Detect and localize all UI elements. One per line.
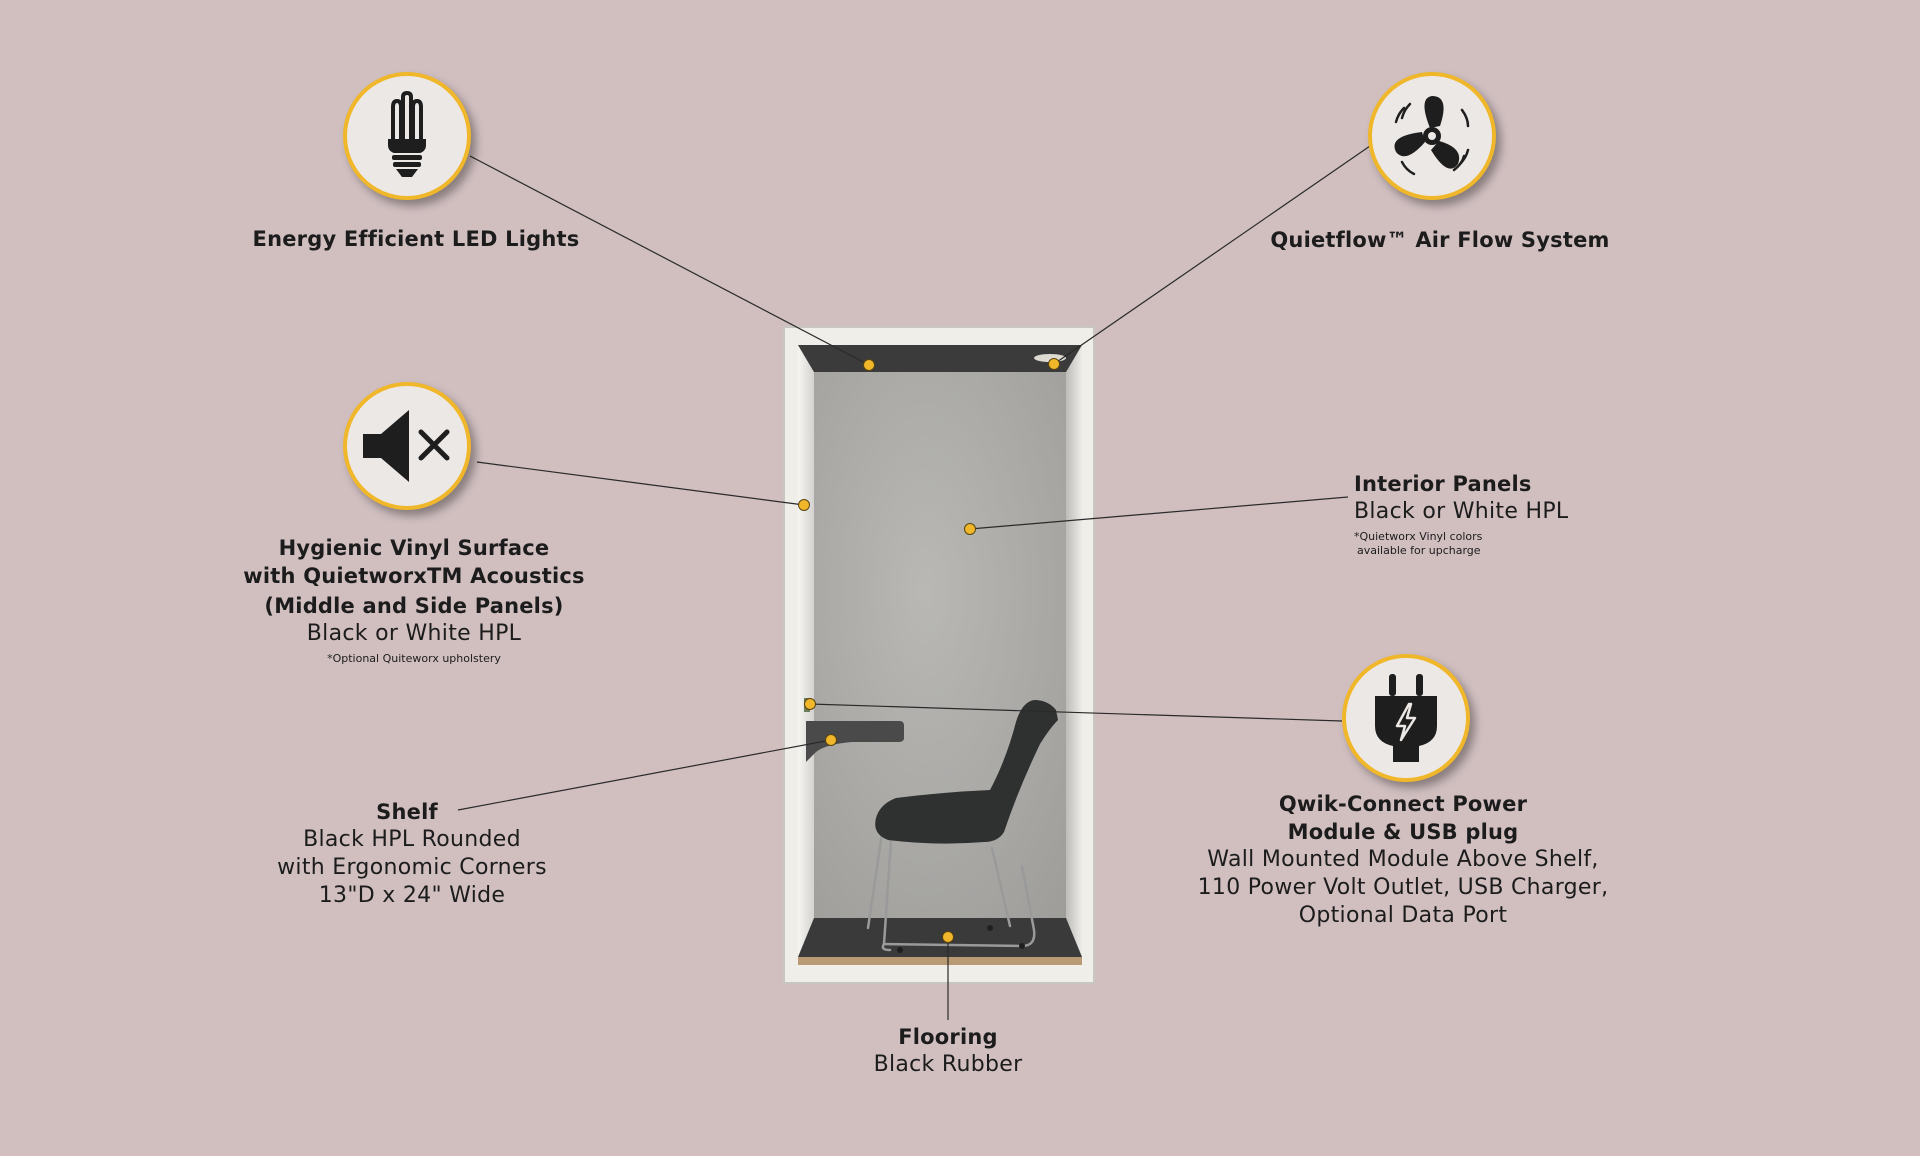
interior-title: Interior Panels [1354,472,1532,496]
label-led: Energy Efficient LED Lights [216,225,616,253]
leader-vinyl [476,461,805,506]
label-power: Qwik-Connect Power Module & USB plug Wal… [1176,790,1630,930]
floor-trim [798,957,1082,965]
flooring-title: Flooring [898,1025,998,1049]
led-title: Energy Efficient LED Lights [252,227,580,251]
marker-power [804,698,816,710]
chair [875,700,1058,844]
marker-interior [964,523,976,535]
marker-vinyl [798,499,810,511]
shelf-desc-2: with Ergonomic Corners [277,855,547,880]
shelf-title: Shelf [376,800,438,824]
marker-led [863,359,875,371]
power-plug-icon [1342,654,1470,782]
led-bulb-icon [343,72,471,200]
interior-note-2: available for upcharge [1357,544,1481,557]
chair-feet [897,925,1025,953]
leader-interior [969,496,1349,530]
marker-airflow [1048,358,1060,370]
fan-icon [1368,72,1496,200]
power-desc-3: Optional Data Port [1298,903,1508,928]
label-interior: Interior Panels Black or White HPL *Quie… [1354,470,1654,558]
marker-shelf [825,734,837,746]
power-desc-2: 110 Power Volt Outlet, USB Charger, [1197,875,1609,900]
power-title-1: Qwik-Connect Power [1278,792,1528,816]
leader-led [469,155,870,366]
vinyl-note: *Optional Quiteworx upholstery [327,652,501,665]
interior-desc: Black or White HPL [1354,499,1569,524]
label-airflow: Quietflow™ Air Flow System [1240,226,1640,254]
leader-airflow [1053,145,1371,365]
vinyl-title-3: (Middle and Side Panels) [264,594,564,618]
marker-flooring [942,931,954,943]
shelf-desc-3: 13"D x 24" Wide [318,883,506,908]
booth-shelf [806,721,904,762]
vinyl-title-2: with QuietworxTM Acoustics [243,564,585,588]
flooring-desc: Black Rubber [873,1052,1023,1077]
label-vinyl: Hygienic Vinyl Surface with QuietworxTM … [214,534,614,666]
booth-left-wall [798,345,814,957]
vinyl-desc: Black or White HPL [306,621,522,646]
power-desc-1: Wall Mounted Module Above Shelf, [1207,847,1599,872]
shelf-desc-1: Black HPL Rounded [303,827,521,852]
power-title-2: Module & USB plug [1287,820,1519,844]
interior-note-1: *Quietworx Vinyl colors [1354,530,1483,543]
vinyl-title-1: Hygienic Vinyl Surface [278,536,550,560]
booth-back-wall [798,345,1082,957]
airflow-title: Quietflow™ Air Flow System [1270,228,1610,252]
leader-power [809,703,1343,722]
label-flooring: Flooring Black Rubber [798,1023,1098,1079]
label-shelf: Shelf Black HPL Rounded with Ergonomic C… [242,798,582,910]
mute-speaker-icon [343,382,471,510]
booth-right-wall [1066,345,1082,957]
leader-shelf [457,739,832,811]
